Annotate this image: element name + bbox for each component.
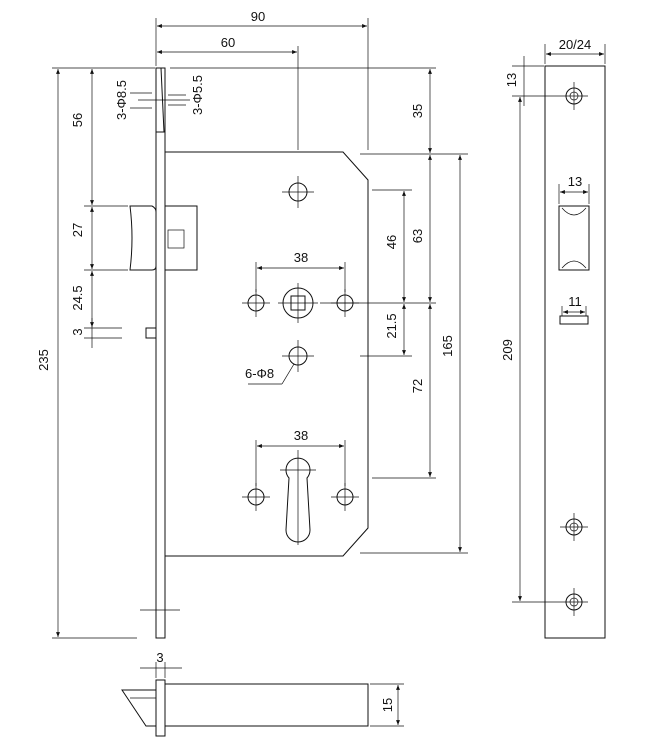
dim-deadbolt-slot-11: 11 [568, 294, 582, 309]
dim-latch-slot-13: 13 [568, 174, 582, 189]
dim-width-total: 90 [251, 9, 265, 24]
dim-latch-27: 27 [70, 223, 85, 237]
dim-hole-spacing-lower: 38 [294, 428, 308, 443]
dim-small-3: 3 [70, 328, 85, 335]
bottom-latch [121, 689, 157, 727]
dim-backset: 60 [221, 35, 235, 50]
dim-bottom-3: 3 [156, 650, 163, 665]
faceplate-screw-hole-3 [560, 588, 588, 616]
dim-screw-small: 3-Φ5.5 [190, 75, 205, 115]
bottom-view: 3 15 [121, 650, 404, 737]
faceplate-screw-hole-1 [560, 82, 588, 110]
dim-bottom-15: 15 [380, 698, 395, 712]
dim-faceplate-top-13: 13 [504, 73, 519, 87]
dim-total-235: 235 [36, 349, 51, 371]
dim-faceplate-209: 209 [500, 339, 515, 361]
dim-screw-large: 3-Φ8.5 [114, 80, 129, 120]
dim-hub-lower-21-5: 21.5 [384, 313, 399, 338]
dim-holes-6-phi-8: 6-Φ8 [245, 366, 274, 381]
cylinder-fixing-hole-left [242, 483, 270, 511]
hub-fixing-hole-left [242, 289, 270, 317]
dim-top-56: 56 [70, 113, 85, 127]
cylinder-cutout [280, 450, 316, 545]
dim-faceplate-width: 20/24 [559, 37, 592, 52]
dim-top-offset-35: 35 [410, 104, 425, 118]
faceplate [544, 65, 606, 639]
dim-centre-72: 72 [410, 379, 425, 393]
dim-gap-24-5: 24.5 [70, 285, 85, 310]
lock-case [164, 151, 369, 557]
dim-case-165: 165 [440, 335, 455, 357]
deadbolt-tab [145, 327, 157, 339]
forend-plate [155, 67, 166, 639]
bottom-forend [155, 679, 166, 737]
latch-bolt [129, 205, 157, 271]
dim-hole-spacing-upper: 38 [294, 250, 308, 265]
deadbolt-slot [559, 315, 589, 325]
main-side-view: 90 60 3-Φ8.5 3-Φ5.5 56 27 24.5 3 235 38 [36, 9, 468, 639]
case-screw-hole-top [282, 176, 314, 208]
faceplate-screw-hole-2 [560, 513, 588, 541]
dim-hub-upper-46: 46 [384, 235, 399, 249]
latch-slot [558, 205, 590, 271]
forend-front-view: 20/24 13 13 11 [500, 37, 606, 639]
spindle-hub [278, 283, 318, 323]
cylinder-fixing-hole-right [331, 483, 359, 511]
bottom-case [164, 683, 369, 727]
dim-spindle-63: 63 [410, 229, 425, 243]
case-screw-hole-middle [282, 340, 314, 372]
